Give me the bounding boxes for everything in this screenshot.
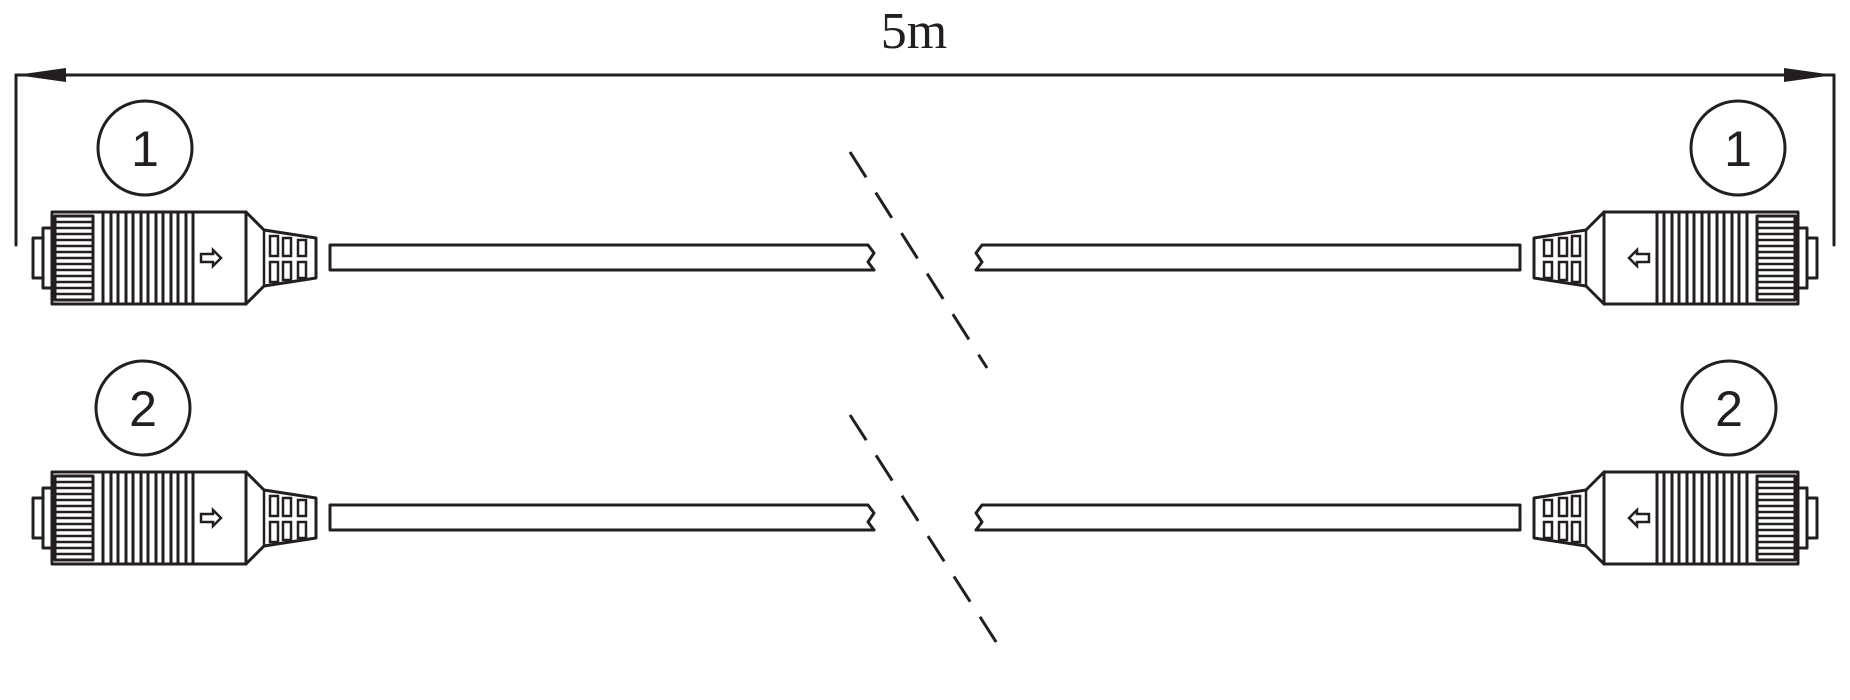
callout-2-left-label: 2: [129, 381, 157, 437]
callout-2-left: 2: [94, 359, 192, 457]
cable-1-right-segment: [974, 243, 1522, 272]
dimension-line: [14, 68, 1836, 247]
callout-1-left: 1: [96, 99, 194, 197]
cable-2: [31, 414, 1819, 649]
callout-2-right-label: 2: [1715, 381, 1743, 437]
callout-1-left-label: 1: [131, 121, 159, 177]
cable-2-left-segment: [328, 503, 876, 532]
cable-1-connector-left: [31, 210, 318, 306]
dimension-arrow-left: [16, 68, 66, 82]
cable-1-break-line: [848, 151, 989, 369]
callout-2-right: 2: [1680, 359, 1778, 457]
cable-2-right-segment: [974, 503, 1522, 532]
cable-1-left-segment: [328, 243, 876, 272]
callout-1-right: 1: [1689, 99, 1787, 197]
callout-1-right-label: 1: [1724, 121, 1752, 177]
cable-1: [31, 151, 1819, 369]
dimension-arrow-right: [1784, 68, 1834, 82]
cable-2-connector-left: [31, 470, 318, 566]
cable-2-connector-right: [1532, 470, 1819, 566]
dimension-label: 5m: [881, 3, 947, 60]
cable-1-connector-right: [1532, 210, 1819, 306]
